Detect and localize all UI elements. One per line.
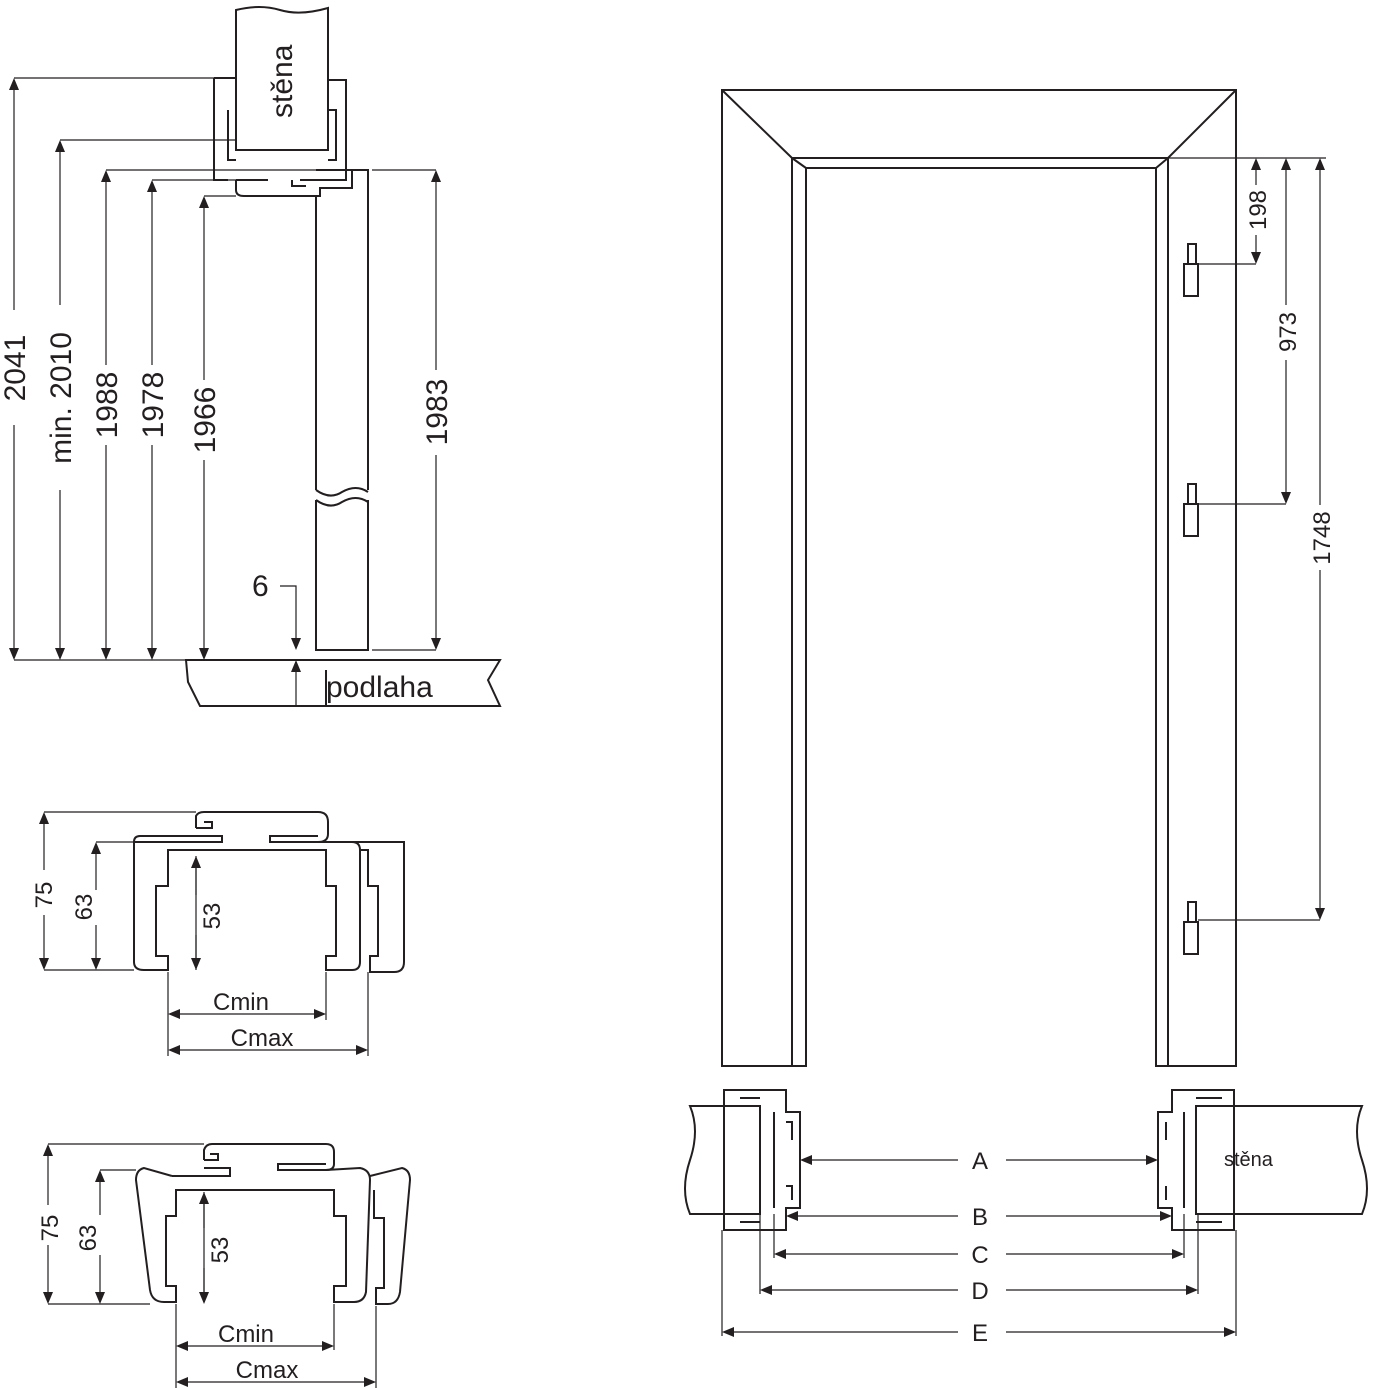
profile-section-1: 75 63 53 Cmin Cmax	[31, 811, 405, 1056]
plan-frame-right	[1157, 1089, 1235, 1231]
dim-1966: 1966	[189, 387, 222, 454]
plan-dim-D: D	[971, 1278, 988, 1305]
hinge-middle	[1183, 503, 1199, 537]
dim-1988: 1988	[91, 372, 124, 439]
profile-2-frame	[134, 1166, 372, 1303]
profile-1-dim-63: 63	[71, 894, 98, 921]
profile-1-dim-75: 75	[31, 882, 58, 909]
profile-2-dim-75: 75	[37, 1215, 64, 1242]
dim-1983: 1983	[421, 379, 454, 446]
dim-6: 6	[252, 570, 269, 603]
dim-1978: 1978	[137, 372, 170, 439]
jamb-top	[316, 169, 369, 490]
hinge-top	[1183, 263, 1199, 297]
break-line-2	[315, 497, 369, 507]
plan-wall-right	[1195, 1105, 1368, 1215]
dim-min-2010: min. 2010	[45, 332, 78, 464]
floor-shape	[184, 659, 502, 707]
jamb-bottom	[315, 500, 369, 651]
profile-2-cmin: Cmin	[218, 1321, 274, 1348]
frame-outline	[721, 89, 1237, 1067]
profile-2-cmax: Cmax	[236, 1357, 299, 1384]
wall-label: stěna	[266, 44, 299, 118]
profile-1-max	[314, 841, 405, 973]
plan-dim-B: B	[972, 1204, 988, 1231]
side-section: stěna podlaha 2041 min. 2010 1988 19	[0, 6, 502, 707]
profile-2-dim-53: 53	[207, 1237, 234, 1264]
plan-dim-C: C	[971, 1242, 988, 1269]
plan-frame-left	[723, 1089, 801, 1231]
plan-section: stěna A B C D E	[684, 1089, 1368, 1347]
profile-1-frame	[133, 841, 361, 971]
profile-2-dim-63: 63	[75, 1225, 102, 1252]
plan-wall-left	[684, 1105, 761, 1215]
profile-1-cmax: Cmax	[231, 1025, 294, 1052]
frame-head	[235, 170, 353, 197]
hinge-dim-1748: 1748	[1309, 511, 1336, 564]
wall-shape	[235, 6, 329, 151]
frame-miter	[721, 89, 1237, 159]
break-line-1	[315, 487, 369, 497]
hinge-bottom	[1183, 921, 1199, 955]
dim-2041: 2041	[0, 335, 32, 402]
plan-wall-label: stěna	[1224, 1149, 1274, 1171]
plan-dim-A: A	[972, 1148, 988, 1175]
profile-section-2: 75 63 53 Cmin Cmax	[37, 1143, 412, 1388]
hinge-dim-973: 973	[1275, 312, 1302, 352]
door-frame-elevation: 198 973 1748	[721, 89, 1336, 1067]
profile-1-cmin: Cmin	[213, 989, 269, 1016]
frame-rebate	[791, 157, 1169, 1066]
casing-right	[300, 79, 347, 181]
floor-label: podlaha	[326, 671, 433, 704]
hinge-dim-198: 198	[1245, 190, 1272, 230]
profile-1-dim-53: 53	[199, 903, 226, 930]
casing-left	[213, 77, 236, 181]
profile-1-casing	[132, 811, 329, 843]
profile-2-casing	[172, 1143, 335, 1177]
profile-2-max	[369, 1166, 412, 1305]
plan-dim-E: E	[972, 1320, 988, 1347]
